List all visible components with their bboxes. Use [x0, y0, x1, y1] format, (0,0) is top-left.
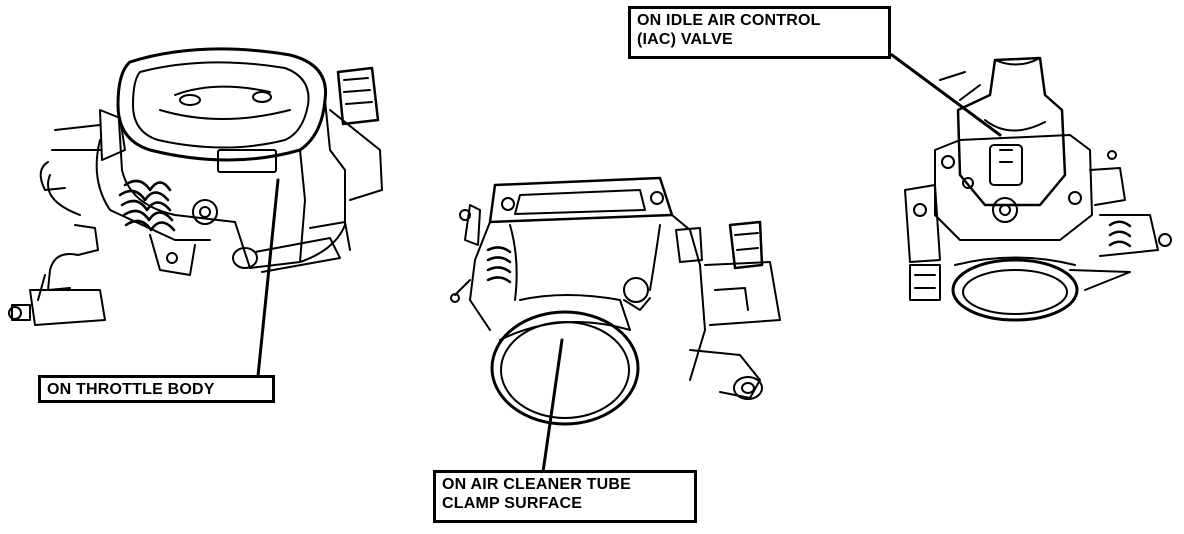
air-cleaner-side-illustration: [450, 176, 781, 426]
callout-iac-valve: ON IDLE AIR CONTROL (IAC) VALVE: [628, 6, 891, 59]
iac-valve-side-illustration: [904, 56, 1172, 322]
callout-throttle-body: ON THROTTLE BODY: [38, 375, 275, 403]
callout-iac-valve-line2: (IAC) VALVE: [637, 31, 733, 48]
throttle-body-illustration: [8, 47, 383, 326]
callout-air-cleaner-line1: ON AIR CLEANER TUBE: [442, 476, 631, 493]
callout-throttle-body-text: ON THROTTLE BODY: [47, 381, 215, 398]
callout-iac-valve-line1: ON IDLE AIR CONTROL: [637, 12, 821, 29]
callout-air-cleaner: ON AIR CLEANER TUBE CLAMP SURFACE: [433, 470, 697, 523]
callout-air-cleaner-line2: CLAMP SURFACE: [442, 495, 583, 512]
